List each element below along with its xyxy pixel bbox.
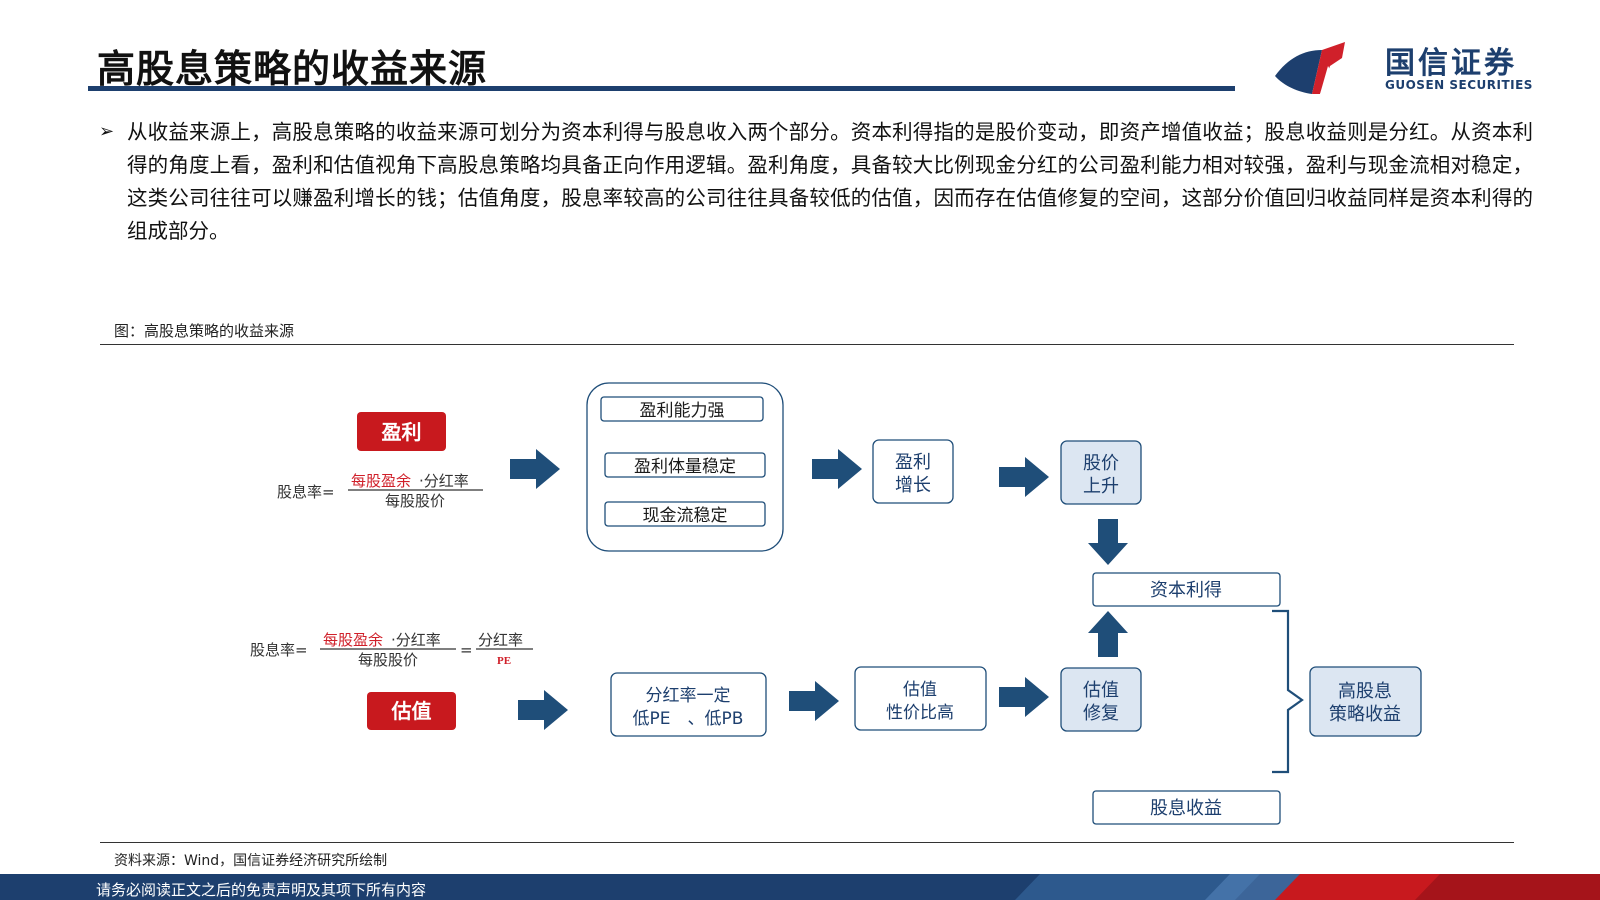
profit-growth-node: 盈利 增长 xyxy=(872,439,954,504)
profit-features-group: 盈利能力强 盈利体量稳定 现金流稳定 xyxy=(586,382,784,552)
arrow-right-icon xyxy=(812,449,862,489)
valuation-repair-node: 估值 修复 xyxy=(1060,667,1142,732)
arrow-right-icon xyxy=(789,681,839,721)
formula2-denominator: 每股股价 xyxy=(358,651,418,669)
profit-growth-line1: 盈利 xyxy=(895,452,931,473)
figure-bottom-rule xyxy=(100,842,1514,843)
capital-gain-label: 资本利得 xyxy=(1150,580,1222,601)
formula2-equals: = xyxy=(460,641,473,659)
arrow-up-icon xyxy=(1088,611,1128,657)
price-rise-line1: 股价 xyxy=(1083,453,1119,474)
valuation-label: 估值 xyxy=(391,699,432,723)
value-ratio-line2: 性价比高 xyxy=(886,703,954,723)
group-item-2: 盈利体量稳定 xyxy=(634,457,736,477)
price-rise-line2: 上升 xyxy=(1083,476,1119,497)
bullet-arrow-icon: ➢ xyxy=(99,121,115,142)
payout-line2: 低PE 、低PB xyxy=(633,709,744,729)
arrow-right-icon xyxy=(518,690,568,730)
profit-node: 盈利 xyxy=(357,412,446,451)
capital-gain-node: 资本利得 xyxy=(1092,572,1281,607)
price-rise-node: 股价 上升 xyxy=(1060,440,1142,505)
formula1-numerator-red: 每股盈余 xyxy=(351,472,411,490)
profit-growth-line2: 增长 xyxy=(895,475,931,496)
payout-lowpe-node: 分红率一定 低PE 、低PB xyxy=(610,672,767,737)
formula2-payout-numerator: 分红率 xyxy=(478,631,523,649)
profit-label: 盈利 xyxy=(381,420,422,444)
formula1-numerator-rest: ·分红率 xyxy=(419,472,469,490)
title-underline xyxy=(88,86,1235,91)
formula2-lhs: 股息率= xyxy=(250,641,308,659)
result-node: 高股息 策略收益 xyxy=(1309,666,1422,737)
footer-bar xyxy=(0,874,1600,900)
figure-top-rule xyxy=(100,344,1514,345)
footer-disclaimer: 请务必阅读正文之后的免责声明及其项下所有内容 xyxy=(96,881,427,899)
formula-dividend-yield-1: 股息率= 每股盈余 ·分红率 每股股价 xyxy=(277,472,483,510)
result-line2: 策略收益 xyxy=(1329,704,1401,725)
logo-english-text: GUOSEN SECURITIES xyxy=(1385,78,1533,92)
formula2-numerator-rest: ·分红率 xyxy=(391,631,441,649)
arrow-right-icon xyxy=(999,677,1049,717)
dividend-income-node: 股息收益 xyxy=(1092,790,1281,825)
value-ratio-line1: 估值 xyxy=(903,680,937,700)
result-line1: 高股息 xyxy=(1338,681,1392,702)
formula2-numerator-red: 每股盈余 xyxy=(323,631,383,649)
formula1-denominator: 每股股价 xyxy=(385,492,445,510)
repair-line2: 修复 xyxy=(1083,703,1119,724)
dividend-income-label: 股息收益 xyxy=(1150,798,1222,819)
intro-paragraph: 从收益来源上，高股息策略的收益来源可划分为资本利得与股息收入两个部分。资本利得指… xyxy=(127,120,1533,243)
group-item-3: 现金流稳定 xyxy=(643,506,728,526)
formula1-lhs: 股息率= xyxy=(277,483,335,501)
group-item-1: 盈利能力强 xyxy=(640,401,725,421)
arrow-right-icon xyxy=(999,457,1049,497)
payout-line1: 分红率一定 xyxy=(646,686,731,706)
guosen-logo-icon xyxy=(1275,42,1345,94)
page-title: 高股息策略的收益来源 xyxy=(97,47,488,91)
figure-caption: 图：高股息策略的收益来源 xyxy=(114,322,295,340)
formula2-pe-denominator: PE xyxy=(497,655,511,667)
valuation-node: 估值 xyxy=(367,692,456,730)
formula-dividend-yield-2: 股息率= 每股盈余 ·分红率 每股股价 = 分红率 PE xyxy=(250,631,533,669)
logo-chinese-text: 国信证券 xyxy=(1385,46,1517,81)
brace-connector xyxy=(1272,609,1304,774)
figure-source: 资料来源：Wind，国信证券经济研究所绘制 xyxy=(114,853,388,869)
valuation-value-node: 估值 性价比高 xyxy=(854,666,987,731)
repair-line1: 估值 xyxy=(1083,680,1119,701)
arrow-right-icon xyxy=(510,449,560,489)
arrow-down-icon xyxy=(1088,519,1128,565)
